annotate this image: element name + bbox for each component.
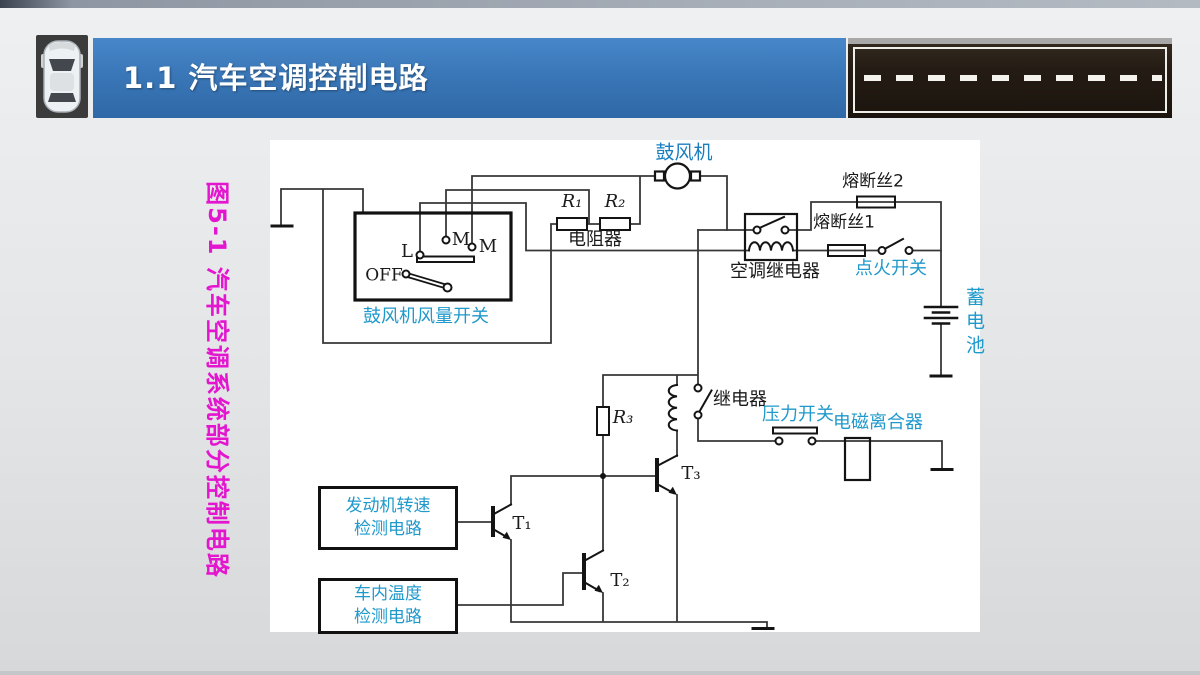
ac-relay-box — [743, 212, 799, 262]
label-resistor: 电阻器 — [568, 229, 622, 250]
lever-pivot — [442, 282, 453, 293]
label-blower: 鼓风机 — [655, 141, 713, 164]
t1-emitter-arrow — [502, 531, 511, 540]
label-switch-m2: M — [478, 236, 498, 257]
transistors — [491, 454, 679, 593]
mid-relay-blade — [698, 389, 713, 413]
junction-dot — [600, 473, 606, 479]
engine-speed-detect-box: 发动机转速 检测电路 — [318, 486, 458, 550]
circuit-diagram-panel: 鼓风机 R₁ R₂ 电阻器 M M L OFF 鼓风机风量开关 空调继电器 熔断… — [270, 140, 985, 634]
road-frame — [853, 47, 1167, 113]
engine-box-line2: 检测电路 — [354, 519, 422, 539]
page-title: 1.1 汽车空调控制电路 — [123, 61, 429, 95]
contact-l — [415, 250, 425, 260]
slide-title-bar: 1.1 汽车空调控制电路 — [93, 38, 846, 118]
label-switch-m1: M — [451, 229, 471, 250]
pressure-switch — [772, 426, 872, 482]
fuses — [827, 195, 896, 257]
fuse-1-symbol — [827, 244, 866, 257]
temp-box-line1: 车内温度 — [354, 584, 422, 605]
resistor-r2 — [599, 217, 631, 231]
ac-relay-coil — [747, 241, 795, 252]
ac-relay-blade — [759, 215, 786, 229]
blower-switch-box — [353, 211, 513, 302]
label-fuse1: 熔断丝1 — [813, 212, 875, 233]
contact-off — [401, 269, 411, 279]
road-shoulder — [848, 38, 1172, 44]
car-top-view-icon — [41, 40, 83, 113]
fuse-2-symbol — [856, 195, 896, 209]
label-r1: R₁ — [561, 191, 583, 212]
label-clutch: 电磁离合器 — [833, 412, 923, 433]
label-r3: R₃ — [612, 407, 634, 428]
road-center-dashes — [864, 75, 1162, 81]
blower-terminal-right — [689, 170, 702, 182]
t3-emitter-arrow — [668, 486, 677, 495]
blower-motor — [653, 162, 702, 190]
ac-relay — [743, 212, 799, 262]
clutch-coil-box — [843, 436, 872, 482]
label-relay: 继电器 — [713, 389, 767, 410]
page-bottom-strip — [0, 671, 1200, 675]
car-icon-box — [36, 35, 88, 118]
label-battery: 蓄电池 — [963, 287, 985, 359]
mid-relay-coil — [667, 383, 679, 432]
ignition-contact-left — [877, 246, 887, 255]
pressure-contact-right — [807, 436, 817, 446]
label-t3: T₃ — [681, 463, 701, 484]
label-switch-l: L — [401, 241, 413, 262]
label-t2: T₂ — [610, 570, 630, 591]
pressure-switch-bar — [772, 426, 818, 435]
mid-relay-contact-bottom — [693, 410, 703, 420]
ignition-switch — [877, 237, 914, 255]
mid-relay — [667, 383, 713, 432]
label-ignition: 点火开关 — [855, 258, 927, 279]
resistors — [556, 217, 631, 436]
battery-symbol — [923, 305, 959, 325]
resistor-r3 — [596, 406, 610, 436]
blower-motor-circle — [663, 162, 692, 190]
temp-box-line2: 检测电路 — [354, 607, 422, 627]
ground-terminals — [270, 224, 954, 630]
road-graphic — [848, 38, 1172, 118]
resistor-r1 — [556, 217, 588, 231]
circuit-geometry — [270, 162, 959, 630]
t2-emitter-arrow — [594, 584, 603, 593]
ac-relay-contact-left — [752, 225, 762, 235]
page-top-strip — [0, 0, 1200, 8]
cabin-temp-detect-box: 车内温度 检测电路 — [318, 578, 458, 634]
ignition-contact-right — [904, 246, 914, 255]
ignition-blade — [884, 237, 905, 250]
pressure-contact-left — [774, 436, 784, 446]
engine-box-line1: 发动机转速 — [345, 496, 431, 517]
label-pressure-switch: 压力开关 — [762, 404, 834, 425]
circuit-wires — [280, 175, 943, 628]
ac-relay-contact-right — [780, 225, 790, 235]
contact-m2 — [467, 242, 477, 252]
label-blower-switch: 鼓风机风量开关 — [363, 306, 489, 327]
blower-terminal-left — [653, 170, 666, 182]
contact-m1 — [441, 235, 451, 245]
label-fuse2: 熔断丝2 — [842, 171, 904, 192]
label-ac-relay: 空调继电器 — [730, 261, 820, 282]
mid-relay-contact-top — [693, 383, 703, 393]
label-switch-off: OFF — [365, 265, 403, 286]
blower-switch — [353, 211, 513, 302]
figure-caption: 图5-1 汽车空调系统部分控制电路 — [203, 181, 231, 579]
label-r2: R₂ — [604, 191, 626, 212]
label-t1: T₁ — [512, 513, 532, 534]
switch-wiper-bar — [416, 255, 475, 263]
